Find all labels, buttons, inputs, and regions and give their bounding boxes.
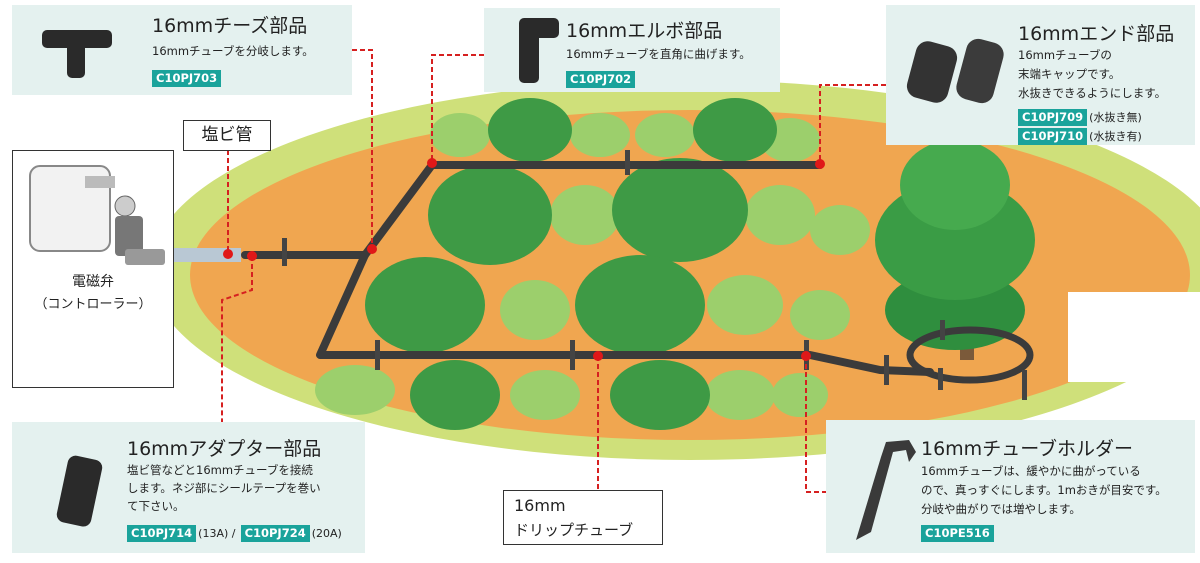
drip-tube-label-line-2: ドリップチューブ [514,521,634,539]
end-desc-line-2: 末端キャップです。 [1018,67,1121,81]
end-part-card: 16mmエンド部品 16mmチューブの 末端キャップです。 水抜きできるようにし… [886,5,1195,145]
holder-title: 16mmチューブホルダー [921,438,1134,460]
elbow-title: 16mmエルボ部品 [566,20,723,42]
blank-patch [1068,292,1200,382]
tee-part-card: 16mmチーズ部品 16mmチューブを分岐します。 C10PJ703 [12,5,352,95]
drip-tube-label-line-1: 16mm [514,496,566,515]
tee-code: C10PJ703 [152,70,222,87]
elbow-part-card: 16mmエルボ部品 16mmチューブを直角に曲げます。 C10PJ702 [484,8,780,92]
end-title: 16mmエンド部品 [1018,23,1175,45]
adapter-code-2: C10PJ724 [240,525,310,542]
adapter-desc-line-3: て下さい。 [127,499,185,513]
tree [875,140,1035,360]
holder-desc-line-3: 分岐や曲がりでは増やします。 [921,502,1081,516]
elbow-desc: 16mmチューブを直角に曲げます。 [566,47,751,61]
tube-holder-icon [856,440,916,540]
adapter-title: 16mmアダプター部品 [127,438,322,460]
end-code-2: C10PJ710 [1018,128,1088,145]
adapter-code-2-note: (20A) [311,527,342,540]
connection-points [223,158,825,361]
holder-code: C10PE516 [921,525,994,542]
adapter-code-1: C10PJ714 [127,525,197,542]
tee-fitting-icon [42,30,112,78]
solenoid-valve-controller-icon [29,165,165,265]
holder-desc-line-2: ので、真っすぐにします。1mおきが目安です。 [921,483,1167,497]
pvc-pipe-label-text: 塩ビ管 [201,125,253,145]
adapter-code-1-note: (13A) / [198,527,236,540]
valve-card: 電磁弁 （コントローラー） [12,150,174,388]
adapter-part-card: 16mmアダプター部品 塩ビ管などと16mmチューブを接続 します。ネジ部にシー… [12,422,365,553]
adapter-desc-line-1: 塩ビ管などと16mmチューブを接続 [127,463,313,477]
end-desc-line-1: 16mmチューブの [1018,48,1112,62]
valve-sublabel: （コントローラー） [34,297,152,312]
end-cap-icon [906,38,1004,104]
end-code-1-note: (水抜き無) [1089,111,1142,124]
tube-holder-card: 16mmチューブホルダー 16mmチューブは、緩やかに曲がっている ので、真っす… [826,420,1195,553]
drip-tube-label: 16mm ドリップチューブ [503,490,663,545]
elbow-code: C10PJ702 [566,71,636,88]
tee-title: 16mmチーズ部品 [152,15,308,37]
valve-label: 電磁弁 [72,274,114,290]
end-desc-line-3: 水抜きできるようにします。 [1018,86,1167,100]
leader-lines [221,49,886,493]
elbow-fitting-icon [519,18,559,83]
adapter-fitting-icon [56,455,103,527]
adapter-desc-line-2: します。ネジ部にシールテープを巻い [127,481,321,495]
pvc-pipe-label: 塩ビ管 [183,120,271,151]
tee-desc: 16mmチューブを分岐します。 [152,44,314,58]
shrubs [315,98,870,430]
holder-desc-line-1: 16mmチューブは、緩やかに曲がっている [921,464,1141,478]
end-code-2-note: (水抜き有) [1089,130,1142,143]
end-code-1: C10PJ709 [1018,109,1088,126]
